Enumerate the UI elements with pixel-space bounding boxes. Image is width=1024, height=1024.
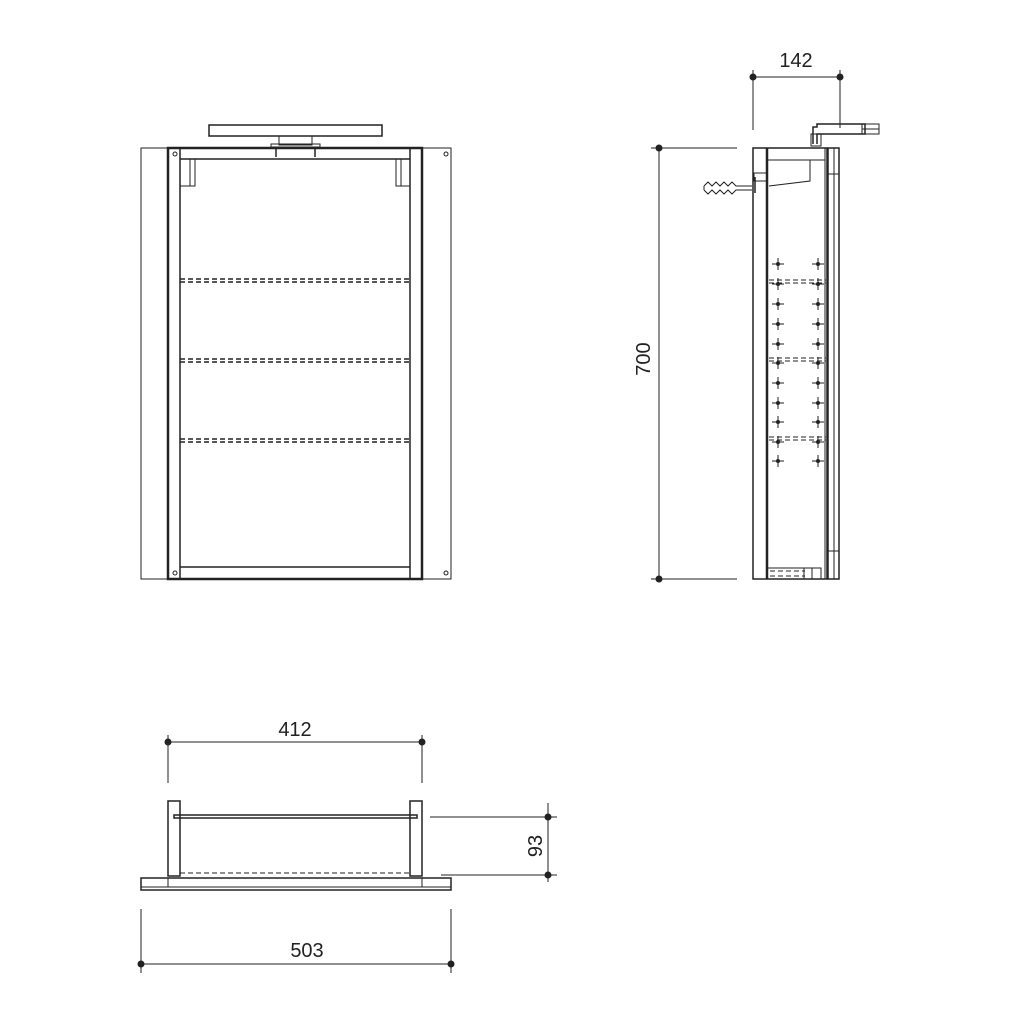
back-panel	[140, 147, 452, 580]
wall-anchor-icon	[703, 177, 756, 195]
cabinet-body	[166, 146, 424, 581]
back-plate	[140, 877, 452, 891]
led-light-bar	[208, 124, 383, 137]
dimension-depth-with-light: 142	[749, 50, 844, 130]
front-view	[140, 124, 452, 581]
dimension-inner-width: 412	[164, 719, 426, 783]
screw-hole	[172, 570, 178, 576]
dimension-height: 700	[633, 144, 737, 583]
glass-shelves	[180, 278, 410, 443]
screw-hole	[443, 570, 449, 576]
top-view: 412 93 503	[137, 719, 557, 973]
light-arm	[812, 123, 866, 144]
dimension-label-142: 142	[779, 50, 812, 72]
dimension-label-93: 93	[525, 835, 547, 857]
shelf-pin-holes	[769, 258, 826, 467]
light-mount	[278, 135, 313, 146]
dimension-label-412: 412	[278, 719, 311, 741]
mirror-door-top	[173, 814, 418, 819]
dimension-body-depth: 93	[430, 803, 557, 882]
dimension-overall-width: 503	[137, 909, 455, 973]
dimension-label-503: 503	[290, 940, 323, 962]
screw-hole	[172, 151, 178, 157]
screw-hole	[443, 151, 449, 157]
dimension-label-700: 700	[633, 342, 655, 375]
side-view: 142 700	[633, 50, 880, 583]
